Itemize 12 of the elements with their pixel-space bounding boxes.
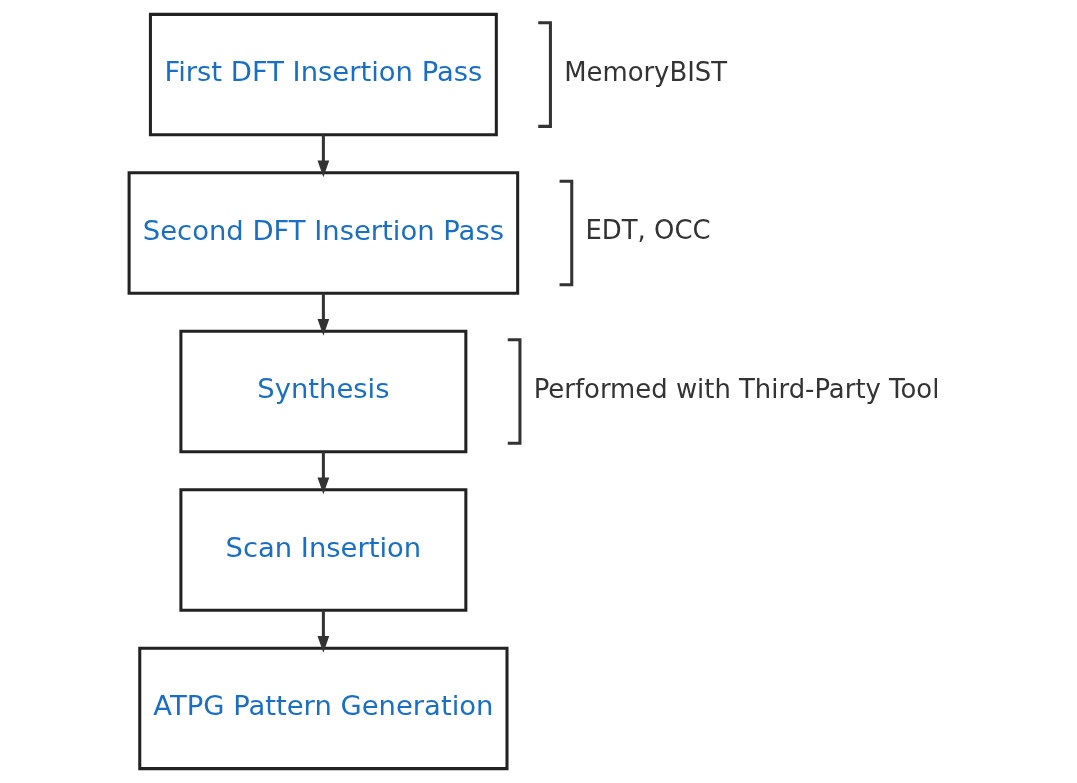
node-box: Synthesis xyxy=(178,329,467,454)
arrow xyxy=(317,451,329,495)
node-label: Performed with Third-Party Tool xyxy=(533,373,939,404)
arrow xyxy=(317,134,329,178)
arrow xyxy=(317,610,329,653)
arrow xyxy=(317,293,329,336)
node-label: EDT, OCC xyxy=(584,215,711,246)
node-box: Scan Insertion xyxy=(178,488,467,612)
node-box: ATPG Pattern Generation xyxy=(137,646,509,771)
node-label: MemoryBIST xyxy=(563,56,727,87)
node-box: Second DFT Insertion Pass xyxy=(127,171,519,295)
node-box: First DFT Insertion Pass xyxy=(148,12,498,137)
